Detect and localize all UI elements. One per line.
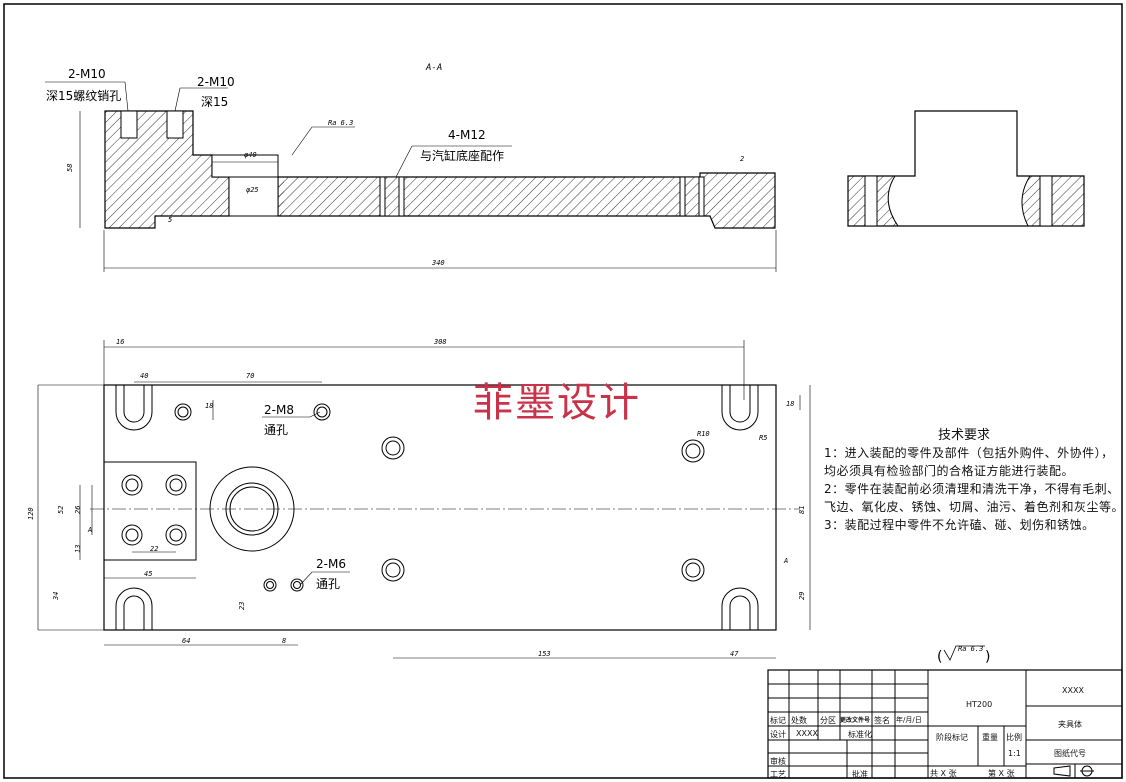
callout-m12: 4-M12	[448, 128, 486, 142]
dim-70: 70	[246, 372, 254, 380]
requirements-title: 技术要求	[938, 428, 991, 443]
dim-r10: R10	[697, 430, 710, 438]
dim-23: 23	[238, 602, 246, 610]
dim-22: 22	[150, 545, 158, 553]
section-mark-left: A	[87, 526, 92, 534]
tb-ratio: 比例	[1006, 733, 1022, 742]
tb-stage: 阶段标记	[936, 733, 968, 742]
dim-phi40: φ40	[244, 151, 257, 159]
callout-m10-a: 2-M10	[68, 67, 106, 81]
dim-phi25: φ25	[246, 186, 259, 194]
dim-18b: 18	[786, 400, 794, 408]
tb-total: 共 X 张	[930, 769, 957, 778]
tb-sign: 签名	[874, 716, 890, 725]
callout-m12-note: 与汽缸底座配作	[420, 148, 504, 163]
plan-view: 16 308 40 70 18 18 R10 R5 120 52 26 13 2…	[27, 338, 811, 659]
tb-sheet: 第 X 张	[988, 769, 1015, 778]
dim-64: 64	[182, 637, 190, 645]
tb-part-name: 夹具体	[1058, 720, 1082, 729]
surface-ra: Ra 6.3	[958, 645, 983, 653]
tb-code: XXXX	[1062, 686, 1084, 695]
dim-18a: 18	[205, 402, 213, 410]
dim-r5: R5	[759, 434, 767, 442]
dim-81: 81	[798, 506, 806, 514]
dim-13: 13	[74, 545, 82, 553]
dim-45: 45	[144, 570, 152, 578]
dim-8: 8	[282, 637, 286, 645]
tb-material: HT200	[966, 700, 993, 709]
dim-40: 40	[140, 372, 148, 380]
watermark: 菲墨设计	[473, 380, 641, 426]
requirement-item: 2：零件在装配前必须清理和清洗干净，不得有毛刺、飞边、氧化皮、锈蚀、切屑、油污、…	[824, 482, 1125, 514]
dim-34: 34	[52, 592, 60, 601]
requirements-list: 1：进入装配的零件及部件（包括外购件、外协件），均必须具有检验部门的合格证方能进…	[824, 444, 1124, 534]
tb-design: 设计	[770, 730, 786, 739]
tb-mark: 标记	[770, 716, 786, 725]
callout-m6-note: 通孔	[316, 577, 340, 591]
tb-weight: 重量	[982, 733, 998, 742]
dim-58: 58	[66, 164, 74, 172]
callout-m10-b-note: 深15	[201, 95, 228, 109]
tb-scale: 1:1	[1008, 749, 1021, 758]
callout-ra: Ra 6.3	[328, 119, 353, 127]
callout-m8: 2-M8	[264, 403, 294, 417]
tb-count: 处数	[791, 716, 807, 725]
dim-5: 5	[168, 216, 172, 224]
callout-m10-b: 2-M10	[197, 75, 235, 89]
tb-process: 工艺	[770, 770, 786, 779]
requirement-item: 1：进入装配的零件及部件（包括外购件、外协件），均必须具有检验部门的合格证方能进…	[824, 446, 1114, 478]
sheet-border	[3, 3, 1123, 779]
tb-zone: 分区	[820, 716, 836, 725]
dim-308: 308	[433, 338, 447, 346]
svg-text:(: (	[937, 649, 942, 665]
surface-finish-symbol: ( Ra 6.3 )	[937, 645, 990, 665]
tb-review: 审核	[770, 757, 786, 766]
dim-29: 29	[798, 592, 806, 600]
section-label: A-A	[425, 63, 442, 73]
section-mark-right: A	[783, 557, 788, 565]
dim-2: 2	[740, 155, 744, 163]
callout-m8-note: 通孔	[264, 423, 288, 437]
side-view	[847, 110, 1085, 227]
title-block	[767, 669, 1123, 779]
callout-m10-a-note: 深15螺纹销孔	[46, 89, 121, 103]
tb-approve: 批准	[852, 770, 868, 779]
dim-47: 47	[730, 650, 739, 658]
requirement-item: 3：装配过程中零件不允许磕、碰、划伤和锈蚀。	[824, 518, 1095, 532]
dim-52: 52	[57, 506, 65, 514]
dim-340: 340	[431, 259, 445, 267]
dim-120: 120	[27, 507, 35, 520]
dim-26: 26	[74, 506, 82, 514]
dim-153: 153	[538, 650, 551, 658]
tb-change-doc: 更改文件号	[840, 717, 871, 724]
tb-date: 年/月/日	[896, 716, 922, 724]
tb-design-name: XXXX	[796, 729, 818, 738]
tb-standard: 标准化	[848, 730, 872, 739]
svg-text:): )	[985, 649, 990, 665]
dim-16: 16	[116, 338, 124, 346]
tb-drawing-code: 图纸代号	[1054, 749, 1086, 758]
section-view: A-A 58 5 φ40 φ25 2 340 2-M10 深15螺纹销孔	[45, 63, 777, 272]
callout-m6: 2-M6	[316, 557, 346, 571]
